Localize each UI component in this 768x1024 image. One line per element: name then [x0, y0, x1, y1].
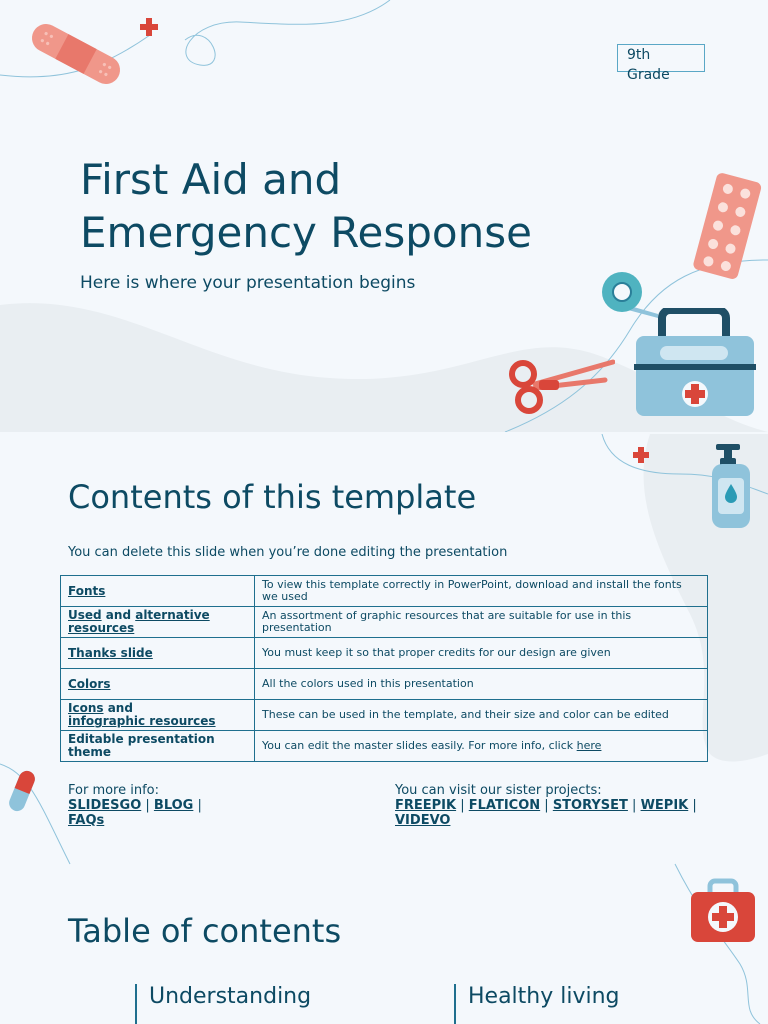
- cross-icon: [633, 447, 649, 463]
- first-aid-kit-icon: [691, 878, 755, 942]
- pill-blister-icon: [693, 173, 762, 279]
- table-cell: All the colors used in this presentation: [254, 668, 708, 700]
- grade-line2: Grade: [627, 67, 670, 83]
- table-row: Colors All the colors used in this prese…: [60, 668, 708, 700]
- resources-text: resources: [68, 621, 135, 635]
- more-info: For more info: SLIDESGO | BLOG | FAQs: [68, 783, 202, 828]
- table-cell: An assortment of graphic resources that …: [254, 606, 708, 638]
- sister-label: You can visit our sister projects:: [395, 783, 602, 798]
- subtitle: Here is where your presentation begins: [80, 273, 416, 293]
- freepik-link[interactable]: FREEPIK: [395, 798, 457, 813]
- table-cell: You must keep it so that proper credits …: [254, 637, 708, 669]
- alternative-text: alternative: [135, 608, 210, 622]
- table-row: Thanks slide You must keep it so that pr…: [60, 637, 708, 669]
- separator: |: [627, 798, 641, 813]
- and-text: and: [103, 701, 133, 715]
- separator: |: [193, 798, 202, 813]
- table-cell-text: You can edit the master slides easily. F…: [262, 739, 577, 752]
- title-line1: First Aid and: [80, 155, 342, 204]
- page-title: First Aid and Emergency Response: [80, 153, 532, 259]
- table-cell: These can be used in the template, and t…: [254, 699, 708, 731]
- contents-heading: Contents of this template: [68, 478, 477, 516]
- contents-slide: Contents of this template You can delete…: [0, 434, 768, 1024]
- table-row: Used and alternative resources An assort…: [60, 606, 708, 638]
- table-row: Fonts To view this template correctly in…: [60, 575, 708, 607]
- contents-table: Fonts To view this template correctly in…: [60, 575, 708, 762]
- toc-item-understanding[interactable]: Understanding: [135, 984, 311, 1024]
- grade-line1: 9th: [627, 47, 651, 63]
- title-slide: 9th Grade First Aid and Emergency Respon…: [0, 0, 768, 432]
- toc-item-healthy-living[interactable]: Healthy living: [454, 984, 620, 1024]
- flaticon-link[interactable]: FLATICON: [468, 798, 541, 813]
- and-text: and: [101, 608, 136, 622]
- wepik-link[interactable]: WEPIK: [640, 798, 689, 813]
- capsule-icon: [9, 770, 35, 812]
- alternative-resources-link[interactable]: alternative resources: [68, 608, 210, 635]
- bandage-icon: [31, 24, 121, 84]
- contents-note: You can delete this slide when you’re do…: [68, 545, 508, 560]
- sister-projects: You can visit our sister projects: FREEP…: [395, 783, 715, 828]
- icons-link[interactable]: Icons: [68, 701, 104, 715]
- fonts-link[interactable]: Fonts: [68, 583, 106, 598]
- separator: |: [540, 798, 553, 813]
- grade-badge: 9th Grade: [617, 44, 705, 83]
- separator: |: [456, 798, 469, 813]
- infographic-resources-link[interactable]: infographic resources: [68, 714, 216, 728]
- storyset-link[interactable]: STORYSET: [552, 798, 628, 813]
- videvo-link[interactable]: VIDEVO: [395, 813, 451, 828]
- table-cell: Editable presentation theme: [60, 730, 255, 762]
- faqs-link[interactable]: FAQs: [68, 813, 105, 828]
- scissors-icon: [509, 359, 615, 414]
- slidesgo-link[interactable]: SLIDESGO: [68, 798, 142, 813]
- table-row: Editable presentation theme You can edit…: [60, 730, 708, 762]
- cross-icon: [140, 18, 158, 36]
- more-info-label: For more info:: [68, 783, 160, 798]
- used-link[interactable]: Used: [68, 608, 102, 622]
- separator: |: [688, 798, 697, 813]
- toc-heading: Table of contents: [68, 912, 342, 950]
- thanks-slide-link[interactable]: Thanks slide: [68, 645, 153, 660]
- blog-link[interactable]: BLOG: [153, 798, 194, 813]
- separator: |: [141, 798, 154, 813]
- colors-link[interactable]: Colors: [68, 676, 111, 691]
- first-aid-box-icon: [634, 308, 756, 416]
- sanitizer-bottle-icon: [712, 444, 750, 528]
- here-link[interactable]: here: [576, 739, 602, 752]
- title-line2: Emergency Response: [80, 208, 532, 257]
- tape-roll-icon: [602, 272, 658, 318]
- table-cell: To view this template correctly in Power…: [254, 575, 708, 607]
